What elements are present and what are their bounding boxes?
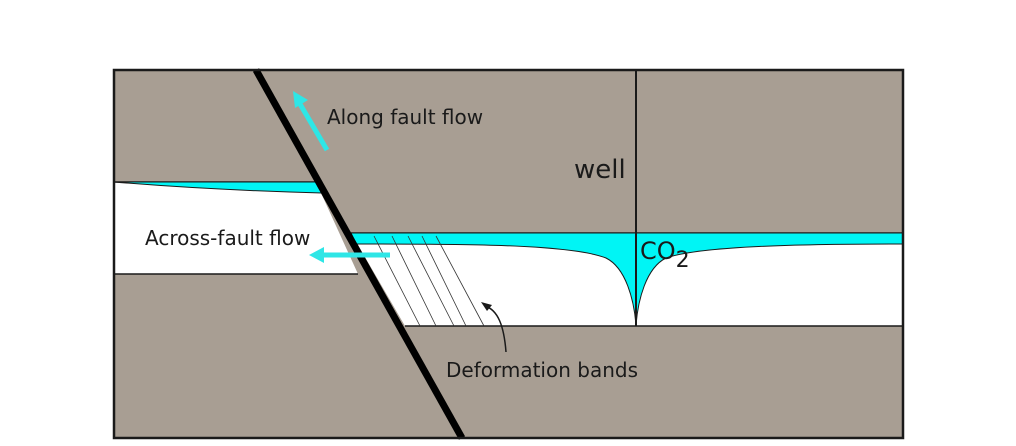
co2-label: CO2 <box>640 237 690 273</box>
co2-main-text: CO <box>640 237 676 265</box>
along-fault-flow-label: Along fault flow <box>327 105 483 129</box>
co2-subscript-text: 2 <box>676 248 690 273</box>
across-fault-flow-arrow <box>309 247 390 263</box>
well-label: well <box>574 155 626 185</box>
deformation-bands-pointer-head <box>481 302 492 311</box>
diagram-frame <box>112 68 905 440</box>
along-fault-flow-arrow <box>293 91 330 152</box>
across-fault-flow-label: Across-fault flow <box>145 226 310 250</box>
deformation-bands-label: Deformation bands <box>446 358 638 382</box>
deformation-bands <box>373 235 485 327</box>
left-reservoir-layer <box>114 182 358 274</box>
co2-left-wedge <box>113 181 323 194</box>
